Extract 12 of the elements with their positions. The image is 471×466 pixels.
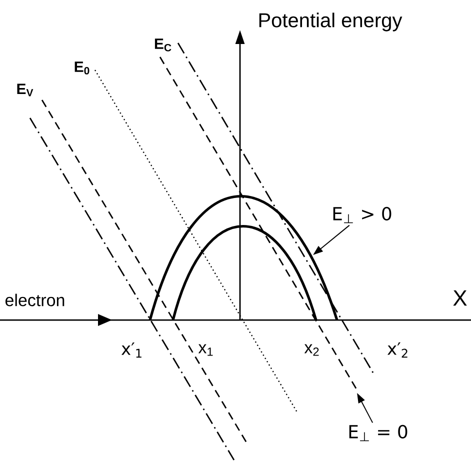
axis-label: Potential energy [259, 12, 402, 32]
axis-label: E$_{C}$ [154, 38, 172, 52]
axis-label: x$_{1}$ [198, 344, 213, 356]
axis-label: electron [5, 294, 64, 306]
axis-label: x′$_{2}$ [388, 342, 408, 358]
axis-label: E$_{V}$ [17, 84, 34, 96]
curve-label: E$_{⊥}$ = 0 [349, 424, 408, 442]
axis-label: X [453, 290, 467, 306]
curve-label: E$_{⊥}$ > 0 [333, 206, 392, 224]
axis-label: x′$_{1}$ [122, 342, 142, 358]
axis-label: x$_{2}$ [304, 344, 319, 356]
axis-label: E$_{0}$ [74, 62, 90, 74]
